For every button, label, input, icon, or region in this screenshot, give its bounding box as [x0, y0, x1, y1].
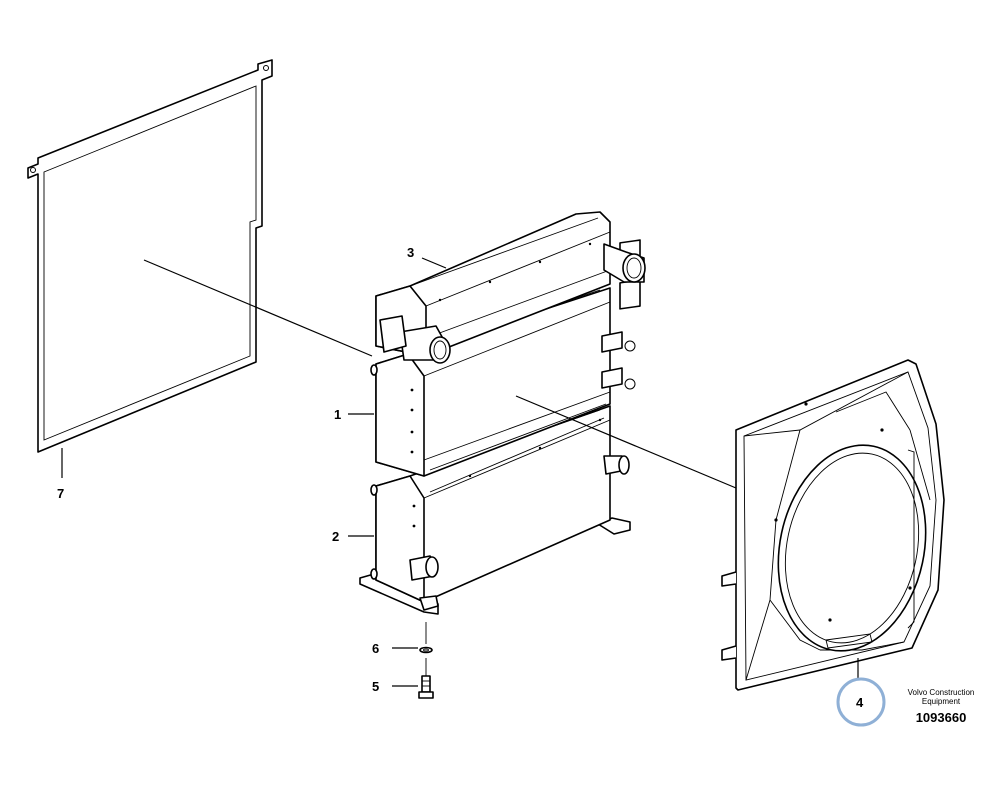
callout-4-highlight-circle [836, 677, 886, 727]
callout-labels: 7 3 1 2 6 5 4 [57, 245, 886, 727]
part-3-upper-cooler[interactable] [375, 211, 646, 364]
brand-name-line2: Equipment [921, 697, 961, 706]
callout-1: 1 [334, 407, 341, 422]
part-6-washer[interactable] [419, 622, 433, 654]
callout-3: 3 [407, 245, 414, 260]
callout-2: 2 [332, 529, 339, 544]
callout-5: 5 [372, 679, 379, 694]
callout-6: 6 [372, 641, 379, 656]
publisher-block: Volvo Construction Equipment 1093660 [896, 688, 986, 725]
callout-7: 7 [57, 486, 64, 501]
brand-name-line1: Volvo Construction [907, 688, 975, 697]
callout-4: 4 [856, 695, 864, 710]
part-4-fan-shroud[interactable] [721, 359, 945, 691]
part-2-lower-cooler[interactable] [359, 405, 631, 615]
drawing-number: 1093660 [915, 710, 967, 725]
part-5-bolt[interactable] [418, 658, 434, 699]
part-7-seal-panel[interactable] [27, 59, 273, 453]
leader-lines [61, 257, 859, 687]
